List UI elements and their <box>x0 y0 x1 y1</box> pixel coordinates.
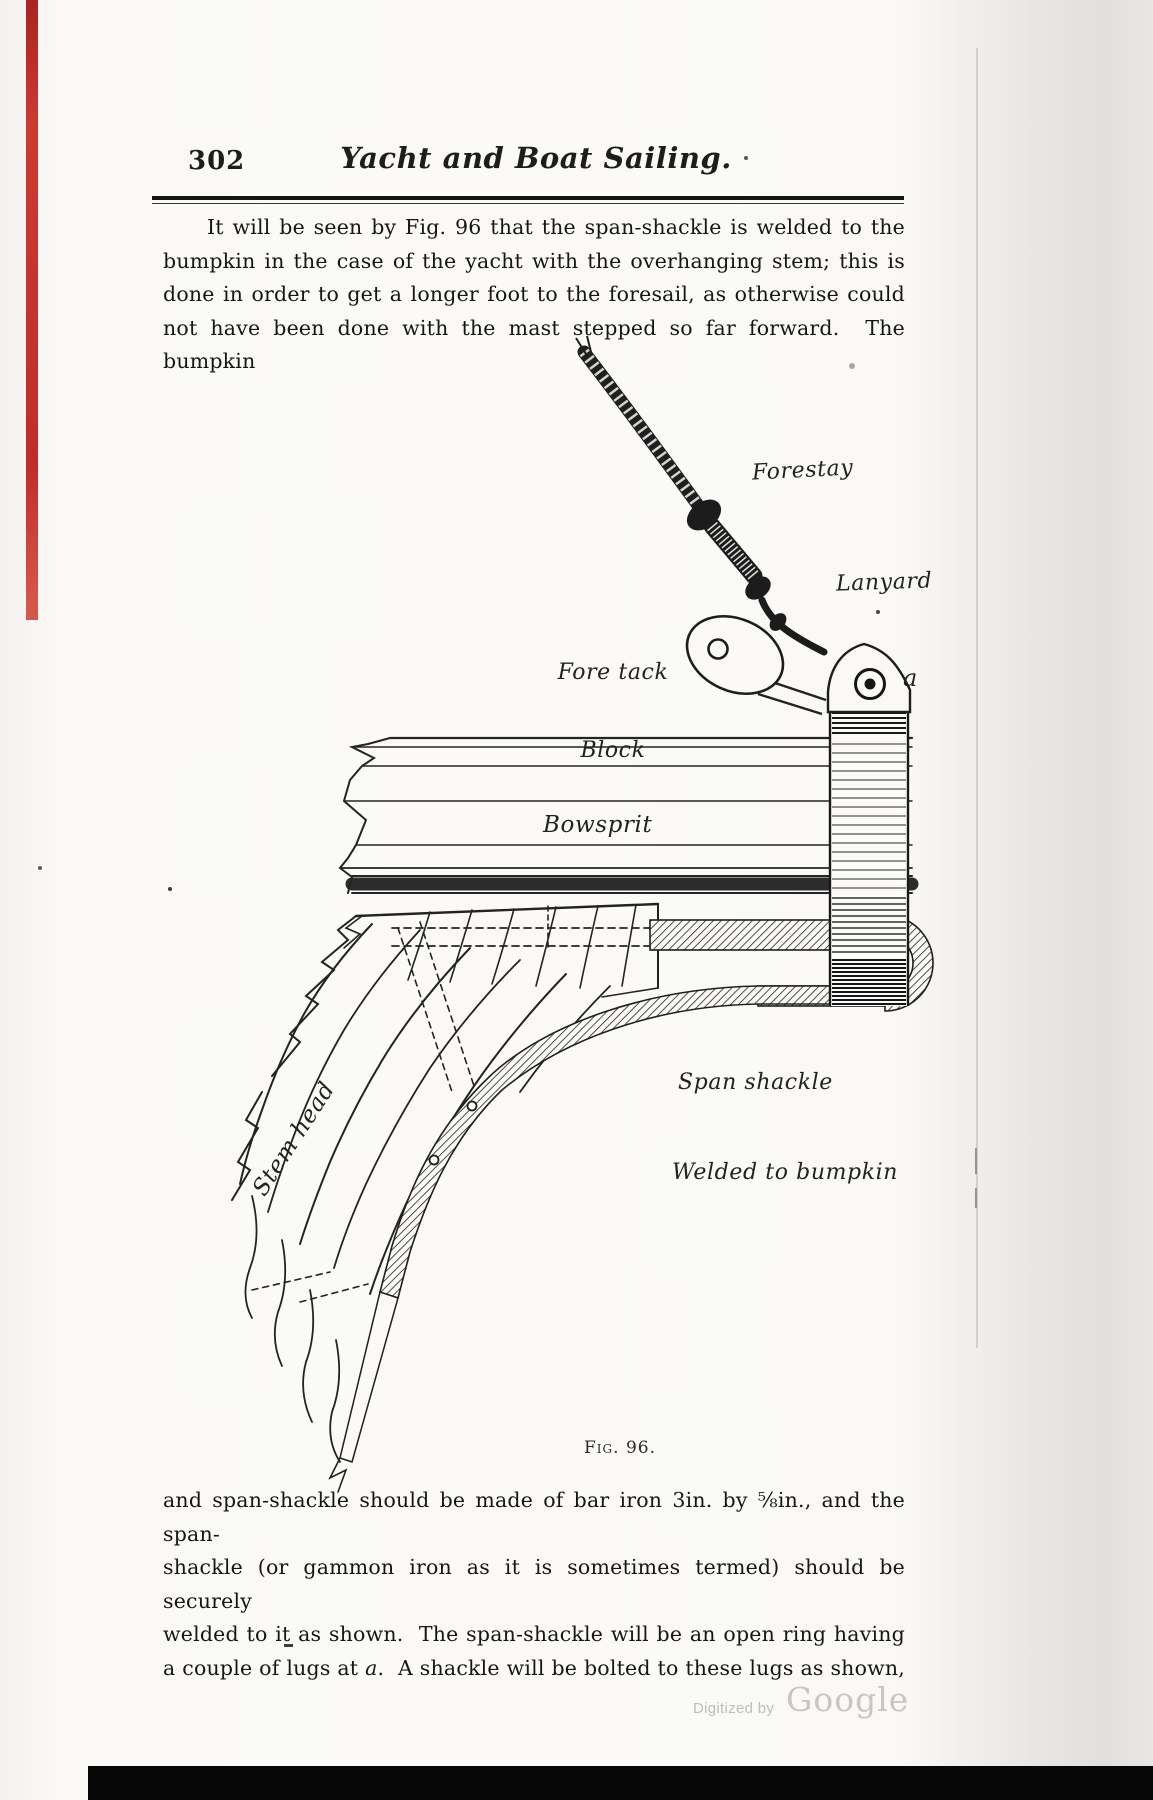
label-span-shackle-line1: Span shackle <box>678 1070 833 1095</box>
label-point-a: a <box>903 664 918 692</box>
paragraph-top: It will be seen by Fig. 96 that the span… <box>163 211 905 379</box>
label-span-shackle: Span shackle Welded to bumpkin <box>672 1008 898 1248</box>
page-edge-dash <box>975 1148 977 1174</box>
text-line: and span-shackle should be made of bar i… <box>163 1488 912 1546</box>
paragraph-bottom: and span-shackle should be made of bar i… <box>163 1484 905 1686</box>
label-lanyard: Lanyard <box>835 568 933 597</box>
text-line: not have been done with the mast stepped… <box>163 315 912 374</box>
label-forestay: Forestay <box>751 455 854 486</box>
text-segment-italic-a: a <box>365 1655 378 1680</box>
figure-caption: Fig. 96. <box>584 1438 656 1458</box>
page-number: 302 <box>188 146 246 176</box>
red-margin-strip <box>26 0 38 620</box>
digitized-by-text: Digitized by <box>693 1700 775 1717</box>
header-rule <box>152 196 904 200</box>
text-line: a couple of lugs at a. A shackle will be… <box>163 1652 905 1686</box>
ink-speck <box>744 156 748 160</box>
page-edge-line <box>976 48 978 1348</box>
text-line: bumpkin in the case of the yacht with th… <box>163 248 905 273</box>
label-fore-tack-block: Fore tack Block <box>545 608 681 816</box>
header-rule-thin <box>152 203 904 204</box>
text-line: It will be seen by Fig. 96 that the span… <box>207 215 905 239</box>
label-fore-tack-line1: Fore tack <box>557 660 669 685</box>
ink-dash <box>284 1644 293 1647</box>
label-fore-tack-line2: Block <box>580 738 646 763</box>
page-edge-dash <box>975 1188 977 1208</box>
text-line: welded to it as shown. The span-shackle … <box>163 1622 905 1647</box>
text-segment: a couple of lugs at <box>163 1655 366 1680</box>
google-logo: Google <box>786 1680 910 1719</box>
text-line: done in order to get a longer foot to th… <box>163 282 905 307</box>
scan-bottom-bar <box>88 1766 1153 1800</box>
text-line: shackle (or gammon iron as it is sometim… <box>163 1555 912 1613</box>
page-title: Yacht and Boat Sailing. <box>340 141 732 175</box>
text-segment: . A shackle will be bolted to these lugs… <box>377 1655 905 1680</box>
label-span-shackle-line2: Welded to bumpkin <box>672 1160 899 1185</box>
label-bowsprit: Bowsprit <box>543 812 653 838</box>
